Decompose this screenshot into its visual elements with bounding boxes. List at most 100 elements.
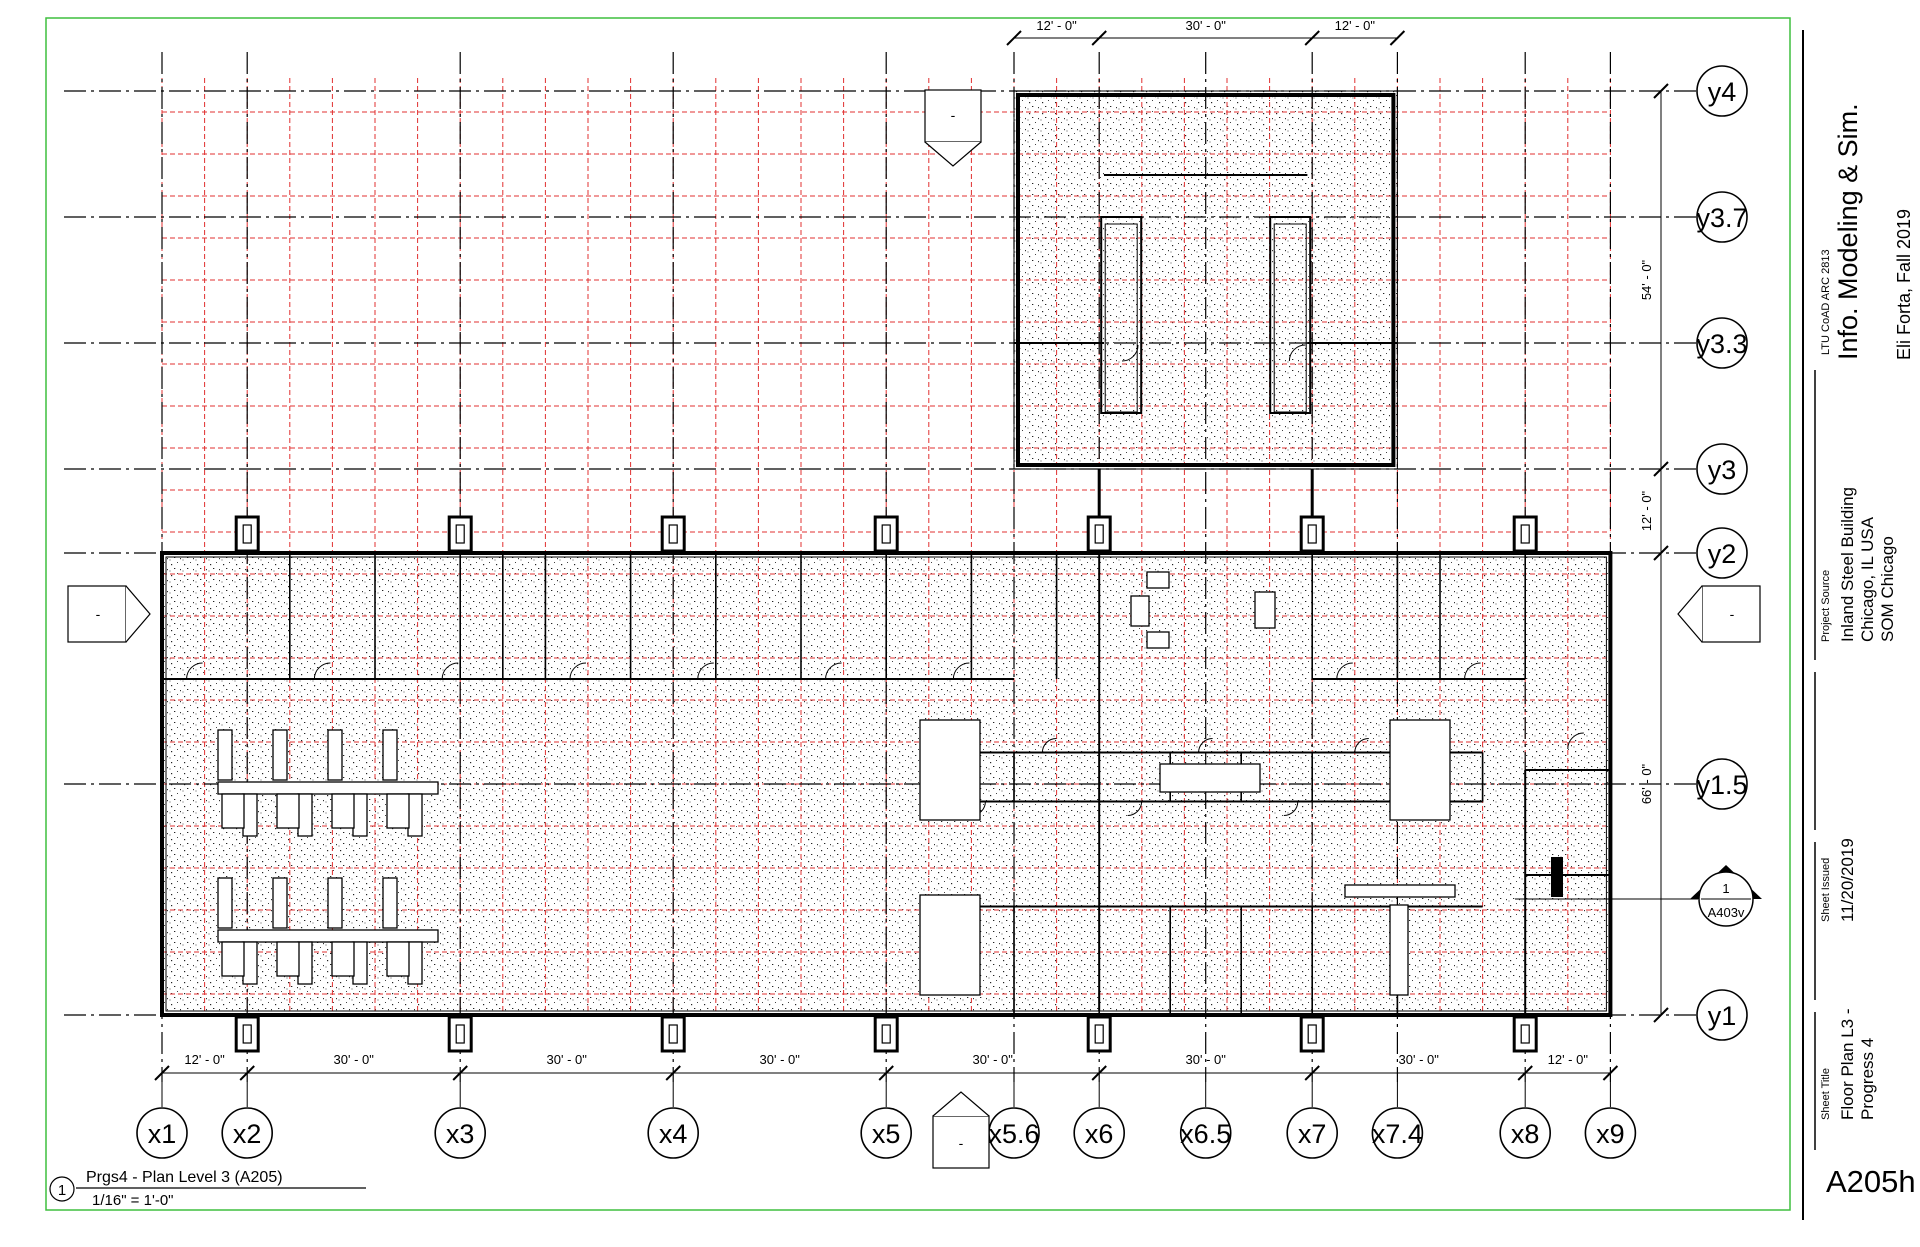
workstation-desk xyxy=(217,729,233,781)
structural-column xyxy=(447,1015,473,1053)
structural-column xyxy=(660,1015,686,1053)
workstation-desk xyxy=(221,941,245,977)
elevation-marker-arrow xyxy=(125,585,151,643)
table xyxy=(1146,571,1170,589)
grid-bubble-label-x6: x6 xyxy=(1085,1119,1114,1149)
column-core xyxy=(455,524,465,544)
equipment-block xyxy=(1551,857,1563,897)
grid-bubble-x7 xyxy=(1286,1107,1338,1159)
grid-bubble-y4 xyxy=(1696,65,1748,117)
structural-column xyxy=(1512,1015,1538,1053)
section-tag-number: 1 xyxy=(1722,881,1729,896)
column-core xyxy=(455,1024,465,1044)
column-core xyxy=(1307,524,1317,544)
door-swing xyxy=(825,662,842,680)
dimension-tick xyxy=(1091,1065,1107,1081)
dimension-right-0: 66' - 0" xyxy=(1639,763,1654,804)
grid-bubble-x9 xyxy=(1584,1107,1637,1159)
dimension-bottom-7: 12' - 0" xyxy=(1548,1052,1589,1067)
grid-bubble-label-y3.3: y3.3 xyxy=(1696,329,1747,359)
table xyxy=(1130,595,1150,627)
grid-bubble-label-x7: x7 xyxy=(1298,1119,1327,1149)
core-shaft-inner xyxy=(1273,223,1307,413)
dimension-tick xyxy=(1006,30,1022,46)
structural-column xyxy=(447,515,473,553)
sheet-number: A205h xyxy=(1826,1164,1916,1199)
column-core xyxy=(1520,1024,1530,1044)
column-core xyxy=(881,1024,891,1044)
workstation-desk xyxy=(272,729,288,781)
workstation-desk xyxy=(327,729,343,781)
door-swing xyxy=(1336,662,1353,680)
workstation-desk xyxy=(276,941,300,977)
conference-table xyxy=(1159,763,1261,793)
dimension-bottom-6: 30' - 0" xyxy=(1399,1052,1440,1067)
dimension-tick xyxy=(1653,461,1669,477)
view-title-scale: 1/16" = 1'-0" xyxy=(92,1192,173,1209)
structural-column xyxy=(873,1015,899,1053)
sheet-title-line-1: Floor Plan L3 - xyxy=(1838,1008,1857,1121)
elevation-marker-north: - xyxy=(924,89,982,167)
grid-bubble-label-x7.4: x7.4 xyxy=(1372,1119,1423,1149)
grid-bubble-label-x3: x3 xyxy=(446,1119,475,1149)
grid-bubble-x7.4 xyxy=(1371,1107,1424,1159)
door-swing xyxy=(441,662,459,680)
workstation-spine xyxy=(217,781,439,795)
elevation-marker-east: - xyxy=(1677,585,1761,643)
workstation-desk xyxy=(242,793,258,837)
grid-bubble-x5 xyxy=(860,1107,913,1159)
dimension-tick xyxy=(1389,30,1406,46)
grid-bubble-y3.3 xyxy=(1696,317,1748,369)
door-swing xyxy=(1198,738,1213,753)
lounge-seating xyxy=(919,719,981,821)
workstation-desk xyxy=(327,877,343,929)
grid-bubble-y3.7 xyxy=(1696,191,1748,243)
author-name: Eli Forta, Fall 2019 xyxy=(1894,208,1914,360)
grid-bubble-x4 xyxy=(647,1107,700,1159)
column-core xyxy=(242,1024,252,1044)
grid-bubble-x2 xyxy=(221,1107,273,1159)
column-core xyxy=(242,524,252,544)
grid-bubble-x1 xyxy=(136,1107,188,1159)
workstation-spine xyxy=(1344,884,1456,898)
project-source-label: Project Source xyxy=(1820,569,1832,642)
dimension-bottom-3: 30' - 0" xyxy=(760,1052,801,1067)
grid-bubble-label-y2: y2 xyxy=(1708,539,1737,569)
dimension-tick xyxy=(452,1065,468,1081)
column-core xyxy=(668,524,678,544)
workstation-desk xyxy=(407,793,423,837)
workstation-desk xyxy=(1389,904,1409,996)
workstation-desk xyxy=(242,941,258,985)
grid-bubble-x6.5 xyxy=(1179,1107,1232,1159)
door-swing xyxy=(569,662,587,680)
grid-bubble-x6 xyxy=(1073,1107,1125,1159)
sheet-border xyxy=(45,17,1791,1211)
structural-column xyxy=(1299,515,1325,553)
elevation-marker-south: - xyxy=(932,1091,990,1169)
course-title: Info. Modeling & Sim. xyxy=(1833,103,1863,360)
dimension-top-0: 12' - 0" xyxy=(1036,18,1077,33)
door-swing xyxy=(1567,732,1584,750)
door-swing xyxy=(1354,738,1369,753)
table xyxy=(1146,631,1170,649)
workstation-desk xyxy=(272,877,288,929)
dimension-tick xyxy=(665,1065,681,1081)
grid-bubble-label-y4: y4 xyxy=(1708,77,1737,107)
workstation-desk xyxy=(221,793,245,829)
grid-bubble-x8 xyxy=(1499,1107,1551,1159)
door-swing xyxy=(1464,662,1481,680)
structural-column xyxy=(1086,515,1112,553)
grid-bubble-label-x1: x1 xyxy=(148,1119,177,1149)
core-shaft xyxy=(1269,216,1312,414)
core-tower-outline xyxy=(1016,93,1396,467)
dimension-tick xyxy=(1653,1007,1669,1023)
elevation-marker-label: - xyxy=(1730,606,1735,622)
dimension-bottom-4: 30' - 0" xyxy=(973,1052,1014,1067)
column-core xyxy=(668,1024,678,1044)
grid-bubble-label-y1: y1 xyxy=(1708,1001,1737,1031)
elevation-marker-box xyxy=(67,585,127,643)
workstation-desk xyxy=(352,793,368,837)
column-core xyxy=(1307,1024,1317,1044)
